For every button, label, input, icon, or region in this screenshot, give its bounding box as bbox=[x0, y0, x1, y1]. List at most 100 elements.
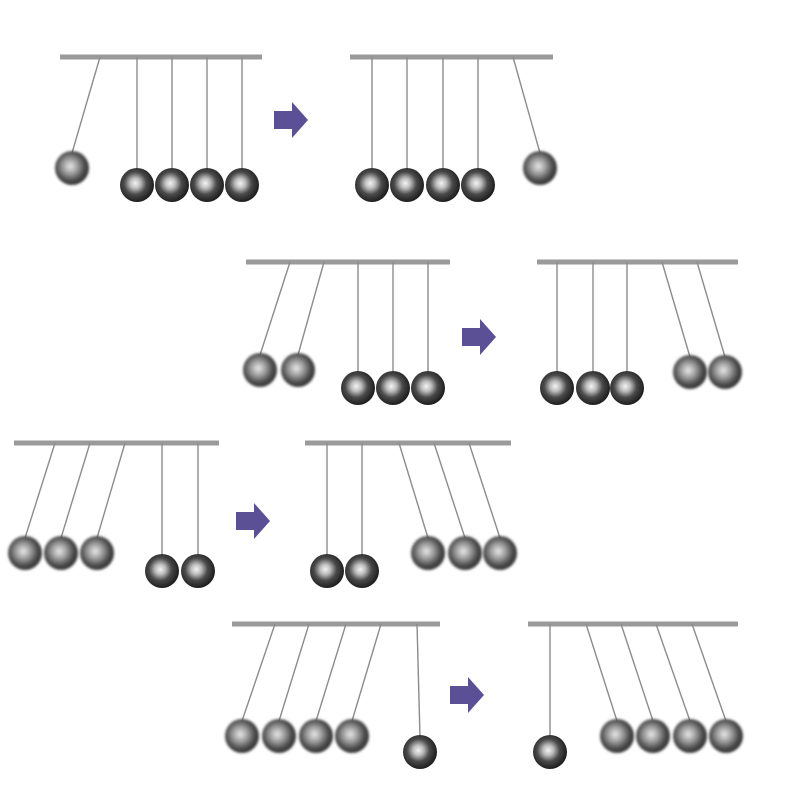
after-pendulum-5 bbox=[696, 261, 742, 389]
before-pendulum-2 bbox=[120, 57, 154, 202]
panel-after bbox=[537, 259, 742, 405]
before-pendulum-5 bbox=[411, 262, 445, 405]
resting-ball bbox=[345, 554, 379, 588]
right-arrow-icon bbox=[274, 102, 308, 138]
before-pendulum-2 bbox=[44, 442, 91, 570]
before-support-bar bbox=[60, 54, 262, 60]
after-pendulum-5 bbox=[512, 56, 557, 185]
before-pendulum-1 bbox=[225, 623, 276, 753]
after-pendulum-5 bbox=[468, 442, 517, 570]
pendulum-string bbox=[241, 623, 276, 722]
pendulum-string bbox=[696, 261, 726, 358]
swinging-ball bbox=[243, 353, 277, 387]
after-support-bar bbox=[305, 440, 511, 446]
resting-ball bbox=[461, 168, 495, 202]
resting-ball bbox=[610, 371, 644, 405]
before-pendulum-1 bbox=[55, 56, 101, 185]
pendulum-string bbox=[71, 56, 101, 154]
resting-ball bbox=[576, 371, 610, 405]
row-two-balls bbox=[243, 259, 742, 405]
resting-ball bbox=[540, 371, 574, 405]
resting-ball bbox=[355, 168, 389, 202]
after-pendulum-2 bbox=[585, 623, 634, 753]
before-pendulum-4 bbox=[145, 443, 179, 588]
panel-after bbox=[305, 440, 517, 588]
pendulum-string bbox=[398, 442, 429, 539]
after-pendulum-4 bbox=[661, 261, 707, 389]
before-support-bar bbox=[14, 440, 219, 446]
resting-ball bbox=[120, 168, 154, 202]
before-pendulum-4 bbox=[376, 262, 410, 405]
resting-ball bbox=[190, 168, 224, 202]
pendulum-string bbox=[512, 56, 541, 154]
swinging-ball bbox=[523, 151, 557, 185]
before-pendulum-5 bbox=[225, 57, 259, 202]
after-pendulum-3 bbox=[610, 262, 644, 405]
resting-ball bbox=[376, 371, 410, 405]
resting-ball bbox=[341, 371, 375, 405]
before-pendulum-5 bbox=[403, 623, 437, 769]
pendulum-string bbox=[585, 623, 618, 722]
pendulum-string bbox=[278, 623, 310, 722]
swinging-ball bbox=[55, 151, 89, 185]
before-pendulum-3 bbox=[155, 57, 189, 202]
after-pendulum-3 bbox=[426, 57, 460, 202]
resting-ball bbox=[390, 168, 424, 202]
swinging-ball bbox=[335, 719, 369, 753]
pendulum-string bbox=[96, 442, 126, 539]
swinging-ball bbox=[636, 719, 670, 753]
panel-before bbox=[243, 259, 450, 405]
swinging-ball bbox=[708, 355, 742, 389]
swinging-ball bbox=[600, 719, 634, 753]
swinging-ball bbox=[262, 719, 296, 753]
panel-before bbox=[225, 621, 440, 769]
after-pendulum-4 bbox=[433, 442, 482, 570]
before-pendulum-3 bbox=[80, 442, 126, 570]
resting-ball bbox=[145, 554, 179, 588]
resting-ball bbox=[403, 735, 437, 769]
after-pendulum-1 bbox=[355, 57, 389, 202]
swinging-ball bbox=[673, 355, 707, 389]
before-support-bar bbox=[246, 259, 450, 265]
panel-before bbox=[8, 440, 219, 588]
resting-ball bbox=[533, 735, 567, 769]
swinging-ball bbox=[299, 719, 333, 753]
after-pendulum-1 bbox=[533, 624, 567, 769]
after-support-bar bbox=[350, 54, 553, 60]
after-pendulum-2 bbox=[345, 443, 379, 588]
swinging-ball bbox=[483, 536, 517, 570]
pendulum-string bbox=[351, 623, 382, 722]
after-pendulum-4 bbox=[655, 623, 707, 753]
pendulum-string bbox=[24, 442, 56, 539]
pendulum-string bbox=[60, 442, 91, 539]
before-pendulum-1 bbox=[243, 261, 291, 387]
row-one-ball bbox=[55, 54, 557, 202]
before-pendulum-3 bbox=[299, 623, 347, 753]
pendulum-string bbox=[691, 623, 727, 722]
pendulum-string bbox=[655, 623, 691, 722]
right-arrow-icon bbox=[462, 319, 496, 355]
resting-ball bbox=[411, 371, 445, 405]
before-pendulum-2 bbox=[262, 623, 310, 753]
panel-after bbox=[350, 54, 557, 202]
right-arrow-icon bbox=[450, 677, 484, 713]
after-pendulum-3 bbox=[620, 623, 670, 753]
pendulum-string bbox=[620, 623, 654, 722]
after-pendulum-3 bbox=[398, 442, 445, 570]
swinging-ball bbox=[448, 536, 482, 570]
swinging-ball bbox=[411, 536, 445, 570]
pendulum-string bbox=[661, 261, 691, 358]
swinging-ball bbox=[80, 536, 114, 570]
swinging-ball bbox=[281, 353, 315, 387]
resting-ball bbox=[181, 554, 215, 588]
before-pendulum-3 bbox=[341, 262, 375, 405]
resting-ball bbox=[310, 554, 344, 588]
row-three-balls bbox=[8, 440, 517, 588]
right-arrow-icon bbox=[236, 503, 270, 539]
pendulum-string bbox=[468, 442, 501, 539]
resting-ball bbox=[426, 168, 460, 202]
after-pendulum-1 bbox=[540, 262, 574, 405]
row-four-balls bbox=[225, 621, 743, 769]
after-pendulum-4 bbox=[461, 57, 495, 202]
